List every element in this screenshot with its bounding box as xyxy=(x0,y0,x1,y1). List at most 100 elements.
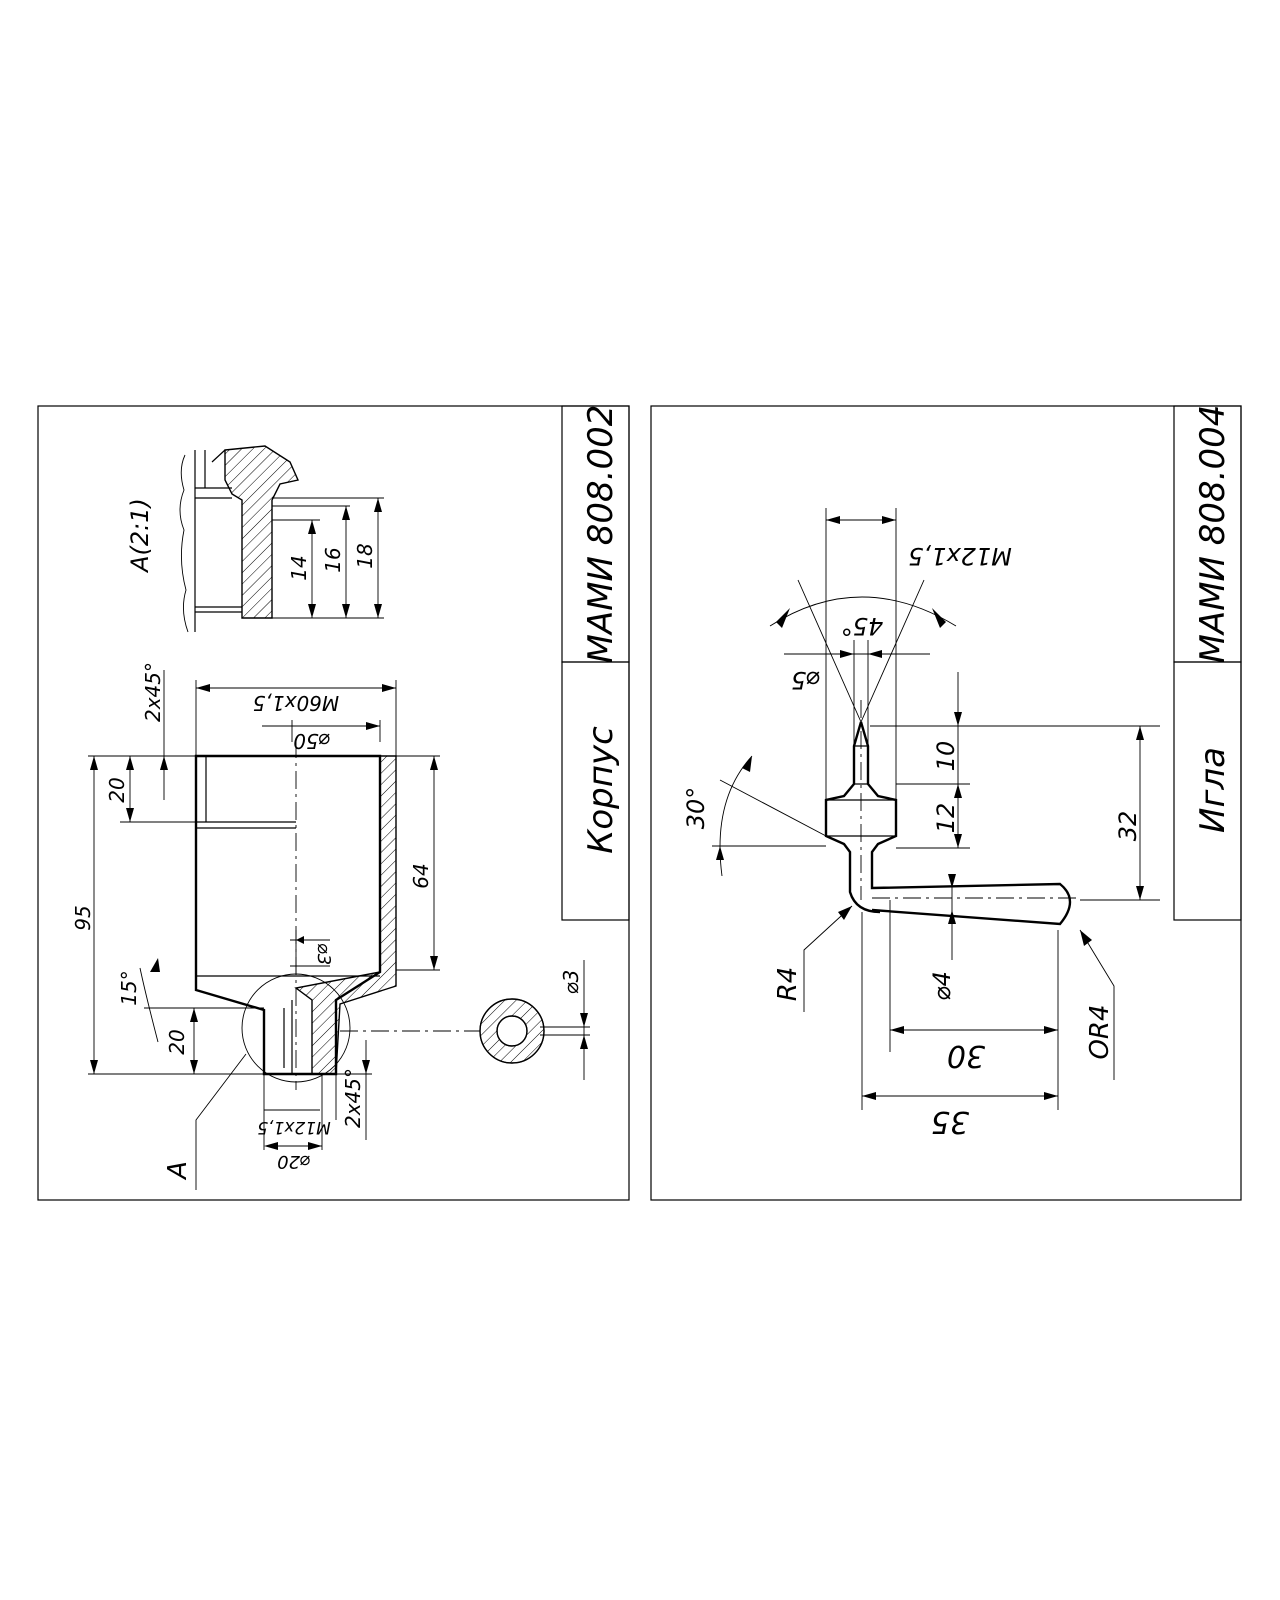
dim-thread: M12x1,5 xyxy=(908,542,1012,570)
dim-round-3: ⌀3 xyxy=(559,970,583,995)
arrow xyxy=(150,958,160,972)
dim-dia-5: ⌀5 xyxy=(791,666,821,694)
arrow xyxy=(366,722,380,730)
name-cell-right xyxy=(1173,661,1242,921)
angle-45-arc xyxy=(769,596,957,627)
dim-thread-small: M12x1,5 xyxy=(257,1117,330,1137)
arrow xyxy=(296,936,304,944)
arrow xyxy=(308,1142,322,1150)
dim-dia-50: ⌀50 xyxy=(293,729,331,753)
dim-h10: 10 xyxy=(932,741,960,772)
r4-leader xyxy=(803,905,853,1012)
dim-radius-or4: OR4 xyxy=(1085,1004,1115,1059)
arrow xyxy=(90,756,98,770)
drawing-code-left: МАМИ 808.002 xyxy=(581,405,621,664)
sheet-left: МАМИ 808.002 Корпус A(2:1) 14 16 18 xyxy=(37,405,630,1201)
arrow xyxy=(126,756,134,770)
arrow xyxy=(1044,1092,1058,1100)
dim-hole-3: ⌀3 xyxy=(313,943,334,965)
section-leader xyxy=(195,1053,247,1190)
sheet-right: МАМИ 808.004 Игла M12x1,5 45° ⌀5 xyxy=(650,405,1242,1201)
dim-chamfer-bottom: 2x45° xyxy=(341,1068,365,1128)
housing-outline xyxy=(194,754,382,1076)
arrow xyxy=(1044,1026,1058,1034)
dia-5-lines xyxy=(784,640,930,746)
dim-angle-30: 30° xyxy=(682,787,710,830)
arrow xyxy=(126,808,134,822)
end-view-hatch xyxy=(479,998,545,1064)
dim-14: 14 xyxy=(287,555,311,580)
arrow xyxy=(90,1060,98,1074)
arrow xyxy=(382,684,396,692)
dim-h95: 95 xyxy=(71,905,95,930)
detail-dim-lines xyxy=(311,498,379,618)
arrow xyxy=(374,498,382,512)
or4-leader xyxy=(1079,929,1115,1080)
dim-dia-20: ⌀20 xyxy=(277,1151,311,1172)
angle-45-legs xyxy=(797,579,925,723)
detail-circle-a xyxy=(241,973,351,1083)
arrow xyxy=(342,604,350,618)
drawing-code-right: МАМИ 808.004 xyxy=(1193,405,1233,664)
top-dim-lines xyxy=(196,687,396,727)
arrow xyxy=(196,684,210,692)
arrow xyxy=(862,1092,876,1100)
arrow xyxy=(932,608,946,628)
dim-18: 18 xyxy=(353,543,377,568)
arrow xyxy=(826,516,840,524)
arrow xyxy=(882,516,896,524)
arrow xyxy=(362,1060,370,1074)
dim-16: 16 xyxy=(321,547,345,572)
angle-30-arc xyxy=(719,755,753,877)
left-ext-lines xyxy=(88,755,264,1075)
title-block-left: МАМИ 808.002 Корпус xyxy=(561,405,630,921)
arrow xyxy=(190,1008,198,1022)
dims-10-12-lines xyxy=(870,672,1160,849)
needle-right-outline xyxy=(859,721,1072,926)
arrow xyxy=(580,1035,588,1049)
arrow xyxy=(430,756,438,770)
arrow xyxy=(1136,726,1144,740)
dim-h20-bottom: 20 xyxy=(165,1029,189,1054)
detail-view-a: A(2:1) 14 16 18 xyxy=(126,445,384,633)
dim-h20-top: 20 xyxy=(105,777,129,802)
dim-dia-4: ⌀4 xyxy=(928,971,956,1001)
dim-chamfer-top: 2x45° xyxy=(141,662,165,722)
arrow xyxy=(954,784,962,798)
arrow xyxy=(716,846,724,860)
arrow xyxy=(342,506,350,520)
angle-30-legs xyxy=(712,779,827,847)
arrow xyxy=(190,1060,198,1074)
arrow xyxy=(374,604,382,618)
section-label-a: A xyxy=(163,1161,193,1181)
needle-view: M12x1,5 45° ⌀5 30° 10 12 xyxy=(682,508,1160,1139)
detail-hatch xyxy=(224,445,299,619)
arrow xyxy=(868,650,882,658)
arrow xyxy=(954,712,962,726)
arrow xyxy=(948,910,956,924)
detail-ext-lines xyxy=(272,497,384,619)
dim-h64: 64 xyxy=(409,863,433,888)
title-block-right: МАМИ 808.004 Игла xyxy=(1173,405,1242,921)
dim-radius-4: R4 xyxy=(773,967,803,1002)
detail-view-label: A(2:1) xyxy=(126,498,154,574)
arrow xyxy=(890,1026,904,1034)
angle-15-arc xyxy=(139,967,159,1043)
part-name-left: Корпус xyxy=(581,726,621,854)
small-thread-edges xyxy=(283,1000,293,1074)
arrow xyxy=(840,650,854,658)
dim-len-35: 35 xyxy=(931,1104,969,1139)
arrow xyxy=(580,1013,588,1027)
arrow xyxy=(776,608,790,628)
bottom-dim-lines xyxy=(263,1074,337,1150)
part-name-right: Игла xyxy=(1193,747,1233,833)
housing-wall-hatch xyxy=(294,755,397,1075)
arrow xyxy=(948,874,956,888)
dim-angle-45: 45° xyxy=(841,612,884,640)
arrow xyxy=(742,756,752,772)
arrow xyxy=(430,956,438,970)
arrow xyxy=(1080,930,1092,946)
dim-32-lines xyxy=(1080,726,1160,901)
dims-30-35-lines xyxy=(861,900,1059,1110)
dim-thread-main: M60x1,5 xyxy=(253,691,339,715)
